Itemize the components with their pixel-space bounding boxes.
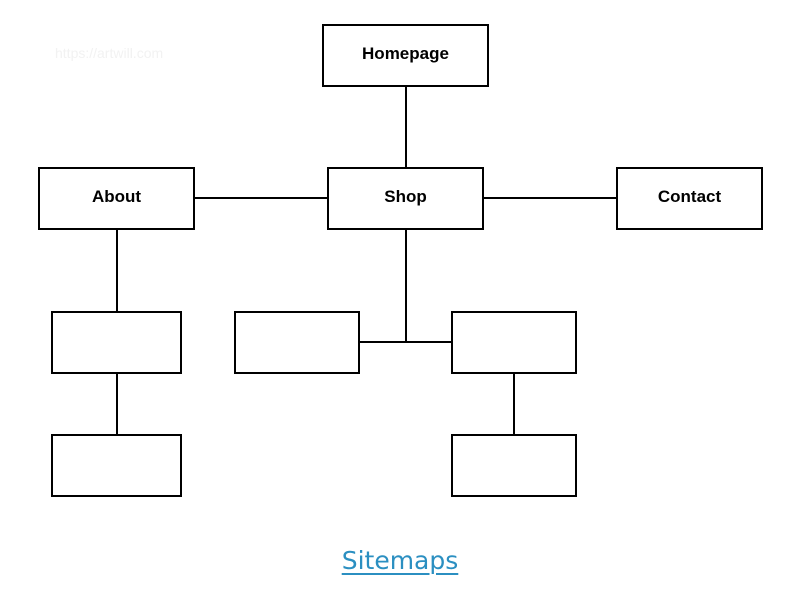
node-shop-label: Shop — [384, 187, 427, 206]
node-shop-child-right-sub — [451, 434, 577, 497]
diagram-caption: Sitemaps — [341, 546, 459, 575]
node-about-child-2 — [51, 434, 182, 497]
node-shop-child-left — [234, 311, 360, 374]
node-homepage: Homepage — [322, 24, 489, 87]
node-contact-label: Contact — [658, 187, 722, 206]
node-homepage-label: Homepage — [362, 44, 449, 63]
node-about-label: About — [92, 187, 141, 206]
node-contact: Contact — [616, 167, 763, 230]
watermark-text: https://artwill.com — [55, 45, 163, 61]
node-about-child-1 — [51, 311, 182, 374]
node-shop-child-right — [451, 311, 577, 374]
node-shop: Shop — [327, 167, 484, 230]
node-about: About — [38, 167, 195, 230]
